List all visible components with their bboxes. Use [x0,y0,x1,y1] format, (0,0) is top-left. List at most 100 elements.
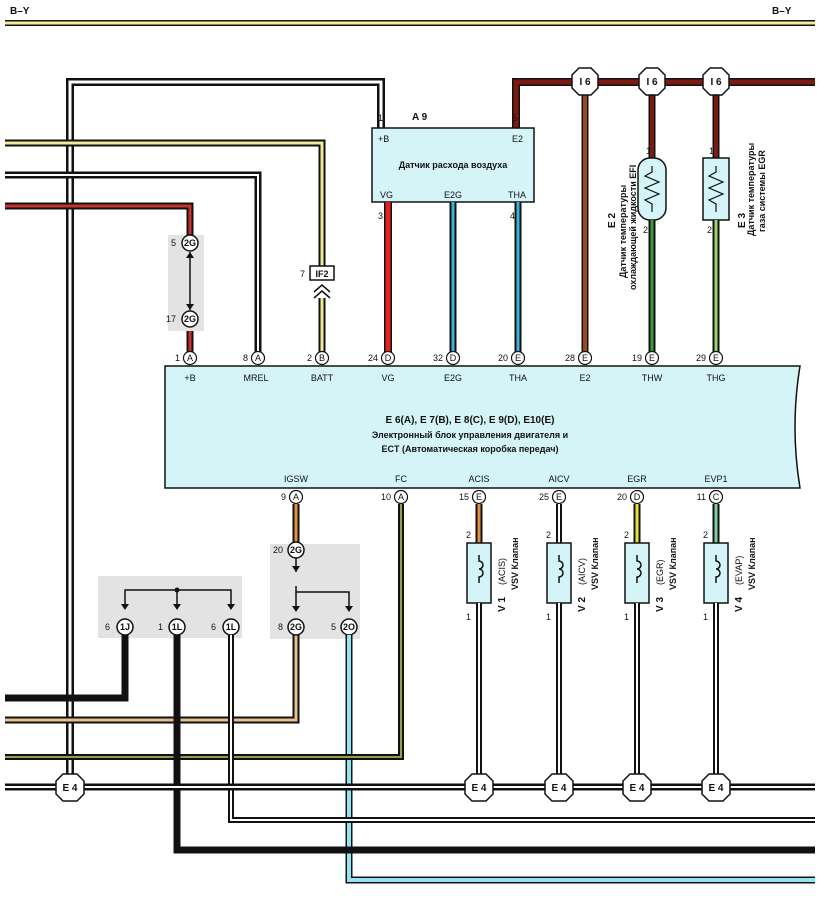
connector-2o-id: 2O [343,622,355,632]
ecu-top-pin-5-num: 32 [433,353,443,363]
ecu-top-pin-6-num: 20 [498,353,508,363]
ecu-bottom-pin-6-conn: C [713,492,720,502]
connector-1j-id: 1J [120,622,130,632]
connector-1j-num: 6 [105,622,110,632]
e2-sensor: 1 2 E 2 Датчик температуры охлаждающей ж… [607,146,667,352]
left-wire-black [5,171,262,352]
ecu-line-2: Электронный блок управления двигателя и [372,430,568,440]
ecu-top-pin-7-name: E2 [579,373,590,383]
maf-pin-vg-num: 3 [378,211,383,221]
vsv-2-pin-top: 2 [546,530,551,540]
vsv-2-name: VSV Клапан [590,537,600,590]
ecu-top-pin-9-conn: E [713,353,719,363]
ground-wires-1j-1l [5,635,815,854]
i6-junction-2: I 6 [638,67,666,96]
ecu-top-pin-7-conn: E [582,353,588,363]
ecu-top-pin-8-name: THW [642,373,663,383]
vsv-1-pin-bottom: 1 [466,612,471,622]
maf-sensor-box [371,127,535,203]
ecu-bottom-pin-5-num: 20 [617,492,627,502]
ecu-top-pin-7-num: 28 [565,353,575,363]
connector-if2-id: IF2 [315,269,328,279]
maf-ref: A 9 [412,112,428,123]
ecu-top-pin-6: E 20 THA [498,350,527,383]
maf-sensor: A 9 Датчик расхода воздуха 1 +B 5 E2 VG … [371,112,535,221]
ecu-bottom-pin-3-conn: E [476,492,482,502]
ecu-line-3: ECT (Автоматическая коробка передач) [381,444,558,454]
connector-1l-b-id: 1L [226,622,237,632]
ecu-top-pin-1-name: +B [184,373,195,383]
e4-label-5: E 4 [708,783,723,794]
vsv-3-pin-top: 2 [624,530,629,540]
maf-pin-e2g-term: E2G [444,190,462,200]
e3-sensor: 1 2 E 3 Датчик температуры газа системы … [702,143,767,352]
left-wire-by [5,139,326,268]
i6-junction-1: I 6 [571,67,599,96]
connector-2g-d: 2G 8 [278,618,305,636]
maf-power-wire [66,78,385,775]
ecu-top-pin-9: E 29 THG [696,350,726,383]
ecu-bottom-pin-3-name: ACIS [468,474,489,484]
connector-1j-1l-lines [121,587,235,610]
ecu-bottom-pin-5: EGR D 20 [617,474,647,505]
connector-if2: IF2 7 [300,265,335,352]
vsv-valve-4: 2 1 V 4 (EVAP) VSV Клапан [703,504,757,775]
e2-desc-1: Датчик температуры [618,185,628,279]
ecu-top-pin-8-num: 19 [632,353,642,363]
ecu-top-pin-8-conn: E [649,353,655,363]
ecu-bottom-pin-2: FC A 10 [381,474,409,505]
ecu-top-pin-3-conn: B [319,353,325,363]
ecu-bottom-pin-1: IGSW A 9 [281,474,309,505]
e3-desc-1: Датчик температуры [746,143,756,237]
ecu-top-pin-8: E 19 THW [632,350,663,383]
vsv-3-pin-bottom: 1 [624,612,629,622]
ecu-bottom-pin-2-name: FC [395,474,407,484]
maf-pin-tha-num: 4 [510,211,515,221]
e2-ref: E 2 [607,213,618,228]
connector-2g-d-num: 8 [278,622,283,632]
ecu-top-pin-1-conn: A [187,353,193,363]
left-wire-red [5,202,194,352]
ecu-bottom-pin-4-name: AICV [548,474,569,484]
bus-left-label: B–Y [10,6,30,17]
connector-2g-a: 2G 5 [171,234,199,252]
e2-pin-top: 1 [646,146,651,156]
light-blue-wire [345,635,815,884]
vsv-2-pin-bottom: 1 [546,612,551,622]
connector-1l-a-num: 1 [158,622,163,632]
ecu-bottom-pin-1-conn: A [293,492,299,502]
ecu-bottom-pin-1-num: 9 [281,492,286,502]
maf-name: Датчик расхода воздуха [399,160,509,170]
ecu-top-pin-2-name: MREL [243,373,268,383]
e2-pin-bottom: 2 [643,225,648,235]
ecu-top-pin-3: B 2 BATT [307,350,334,383]
e3-ref: E 3 [737,213,748,228]
e4-label-4: E 4 [629,783,644,794]
connector-2o: 2O 5 [331,618,358,636]
i6-label-1: I 6 [579,77,591,88]
igsw-wire [5,504,353,724]
ecu-top-pin-4-conn: D [385,353,392,363]
ecu-top-pin-5-conn: D [450,353,457,363]
maf-wires [384,202,522,352]
maf-pin-5-term: E2 [512,134,523,144]
connector-2g-c-num: 20 [273,545,283,555]
vsv-3-sub: (EGR) [655,560,665,586]
vsv-3-ref: V 3 [655,597,666,612]
vsv-1-name: VSV Клапан [510,537,520,590]
ecu-bottom-pin-3-num: 15 [459,492,469,502]
ecu-top-pin-2-num: 8 [243,353,248,363]
maf-pin-1-term: +B [378,134,389,144]
ecu-bottom-pin-3: ACIS E 15 [459,474,490,505]
ecu-top-pin-4-num: 24 [368,353,378,363]
ecu-top-pin-4: D 24 VG [368,350,396,383]
connector-2g-b-num: 17 [166,314,176,324]
connector-2g-d-id: 2G [290,622,302,632]
connector-2g-c-id: 2G [290,545,302,555]
e4-ground-1: E 4 [55,773,85,802]
ecu-box [164,365,801,489]
ecu-top-pin-9-num: 29 [696,353,706,363]
e3-desc-2: газа системы EGR [757,150,767,232]
